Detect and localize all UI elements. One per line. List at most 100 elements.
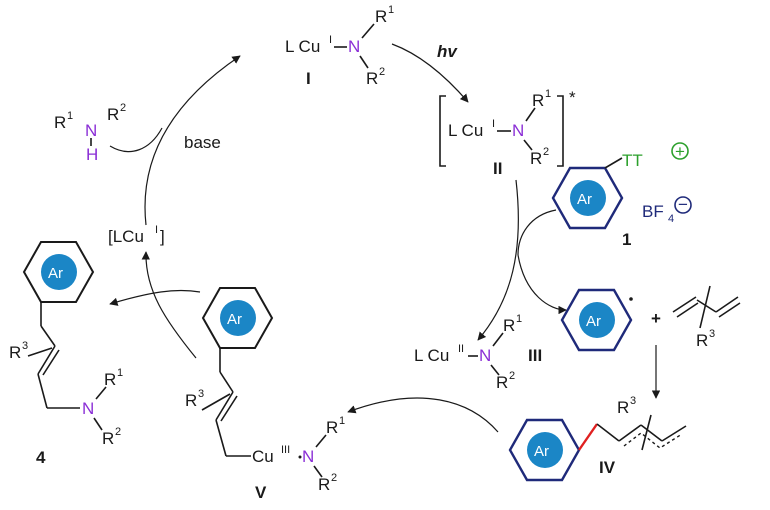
product-chain-4	[37, 373, 48, 409]
v-r2-sup: 2	[331, 472, 337, 484]
product-aryl-circle	[41, 254, 77, 290]
aryl-radical: Ar	[560, 288, 633, 352]
v-metal: Cu	[252, 447, 274, 466]
complex-V: Ar R 3 Cu III N R 1 R 2 V	[185, 287, 345, 502]
salt-into-set-arrow	[517, 209, 557, 256]
iv-chain-1	[596, 423, 620, 442]
complex-II-oxidation: I	[492, 118, 495, 130]
v-chain-2	[219, 371, 234, 393]
n-r2-bond	[490, 364, 500, 376]
allyl-radical-IV: Ar R 3 IV	[508, 395, 687, 482]
catalyst-release-arrow	[141, 251, 197, 359]
n-r2-bond	[359, 55, 369, 69]
product-r2: R	[102, 429, 114, 448]
complex-I-metal: L Cu	[285, 37, 320, 56]
v-r3-sup: 3	[198, 388, 204, 400]
salt-1-label: 1	[622, 230, 631, 249]
v-r2: R	[318, 475, 330, 494]
bracket-left	[439, 95, 446, 167]
v-aryl-label: Ar	[227, 311, 242, 328]
base-label: base	[184, 133, 221, 152]
aryl-radical-label: Ar	[586, 313, 601, 330]
aryl-thianthrenium-salt: Ar TT + BF 4 − 1	[551, 142, 692, 249]
iv-r3-sup: 3	[630, 395, 636, 407]
hv-label: hv	[437, 42, 458, 61]
complex-IV-label: IV	[599, 458, 616, 477]
iv-aryl-label: Ar	[534, 443, 549, 460]
complex-III-r1: R	[503, 316, 515, 335]
amine-nitrogen: N	[85, 121, 97, 140]
complex-II-r1-sup: 1	[545, 88, 551, 100]
v-nitrogen: N	[302, 447, 314, 466]
complex-III-r2-sup: 2	[509, 370, 515, 382]
n-r2-bond	[523, 139, 533, 151]
v-chain-3b	[220, 395, 238, 422]
iv-aryl-circle	[527, 432, 563, 468]
diene-bond-1b	[676, 302, 699, 318]
complex-III-label: III	[528, 346, 542, 365]
plus-charge-icon	[671, 142, 689, 160]
diene-r3: R	[696, 331, 708, 350]
complex-III: L Cu II N R 1 R 2 III	[414, 313, 542, 392]
complex-I-r2: R	[366, 69, 378, 88]
v-r3: R	[185, 391, 197, 410]
radical-dot	[629, 297, 633, 301]
product-nitrogen: N	[82, 399, 94, 418]
product-aryl-label: Ar	[48, 265, 63, 282]
v-substituent-bond	[201, 393, 231, 411]
complex-II-metal: L Cu	[448, 121, 483, 140]
amine-r1-sup: 1	[67, 110, 73, 122]
diene-r3-sup: 3	[709, 328, 715, 340]
n-r1-bond	[492, 332, 504, 347]
product-substituent-bond	[27, 347, 53, 357]
photoexcitation-arrow	[391, 43, 469, 103]
radical-capture-arrow	[347, 397, 499, 433]
product-r1: R	[104, 370, 116, 389]
product-chain-2	[40, 325, 56, 347]
iv-r3: R	[617, 398, 629, 417]
v-n-r2-bond	[313, 465, 323, 478]
complex-I-label: I	[306, 69, 311, 88]
complex-II-r1: R	[532, 91, 544, 110]
complex-II-label: II	[493, 159, 502, 178]
v-n-r1-bond	[315, 434, 327, 448]
catalyst-oxidation: I	[155, 224, 158, 236]
reductive-elimination-arrow	[109, 289, 201, 306]
catalyst-open: [LCu	[108, 227, 144, 246]
set-arrow-to-radical	[517, 254, 567, 315]
product-r3-sup: 3	[22, 340, 28, 352]
n-r1-bond	[525, 107, 536, 122]
complex-II: * L Cu I N R 1 R 2 II	[439, 88, 576, 178]
catalyst-LCuI: [LCu I ]	[108, 224, 165, 246]
product-r2-sup: 2	[115, 426, 121, 438]
v-r1-sup: 1	[339, 415, 345, 427]
product-4-label: 4	[36, 448, 46, 467]
product-chain-3	[37, 345, 56, 375]
product-r3: R	[9, 343, 21, 362]
complex-I-oxidation: I	[329, 34, 332, 46]
complex-I-r1: R	[375, 7, 387, 26]
excited-star: *	[569, 88, 576, 107]
diene-substituent-bond	[699, 285, 711, 329]
set-arrow-to-III	[477, 179, 519, 341]
complex-III-metal: L Cu	[414, 346, 449, 365]
aryl-radical-circle	[579, 302, 615, 338]
v-oxidation: III	[281, 444, 290, 456]
v-aryl-circle	[220, 300, 256, 336]
allyl-delocalization	[623, 432, 683, 449]
aryl-tt-bond	[604, 157, 623, 169]
complex-I-r2-sup: 2	[379, 66, 385, 78]
complex-II-nitrogen: N	[512, 121, 524, 140]
minus-charge-icon	[674, 196, 692, 214]
complex-II-r2-sup: 2	[543, 146, 549, 158]
minus-charge: −	[678, 195, 688, 214]
v-bond-dot	[298, 455, 302, 459]
product-r1-sup: 1	[117, 367, 123, 379]
complex-II-r2: R	[530, 149, 542, 168]
diene-bond-3b	[718, 302, 741, 318]
product-n-r1-bond	[95, 386, 107, 400]
product-4: Ar R 3 N R 1 R 2 4	[9, 241, 123, 467]
aryl-label: Ar	[577, 191, 592, 208]
complex-V-label: V	[255, 483, 267, 502]
